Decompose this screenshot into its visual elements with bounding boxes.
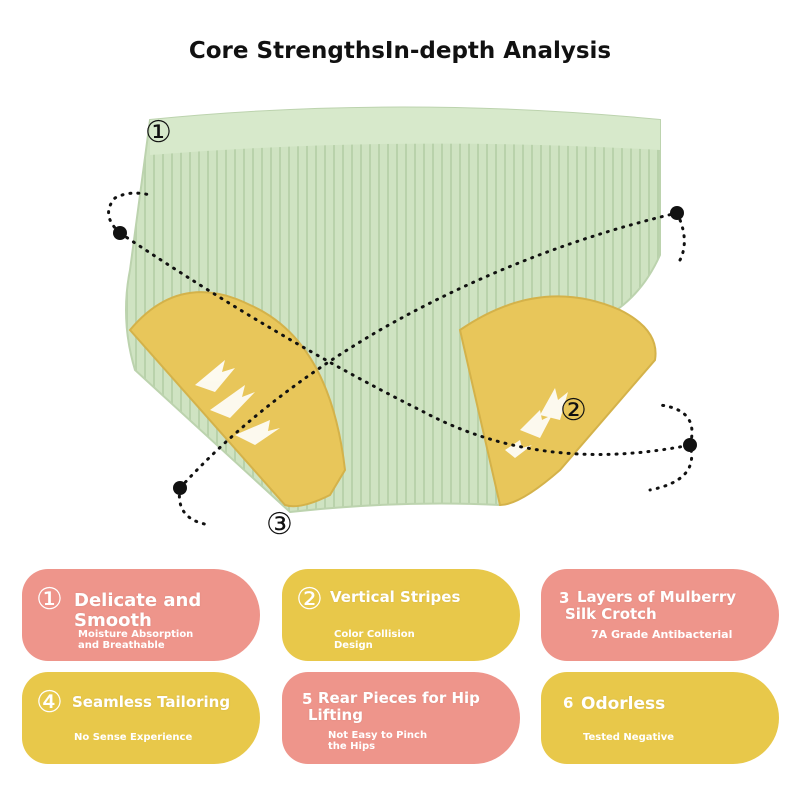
feature-number: 5 [302, 690, 313, 708]
dotted-orbit-4 [177, 486, 212, 527]
feature-heading: Seamless Tailoring [72, 693, 231, 711]
feature-heading: Rear Pieces for Hip Lifting [308, 689, 480, 724]
dotted-orbit-2 [178, 211, 686, 490]
feature-heading: Layers of Mulberry Silk Crotch [565, 588, 737, 623]
feature-heading: Delicate and Smooth [74, 590, 202, 631]
page-title: Core StrengthsIn-depth Analysis [188, 38, 612, 64]
dotted-orbit-3 [107, 191, 152, 235]
orbit-dot [173, 481, 187, 495]
feature-card-2: ② Vertical Stripes Color Collision Desig… [282, 569, 520, 661]
feature-number: ① [36, 582, 63, 617]
orbit-dot [113, 226, 127, 240]
feature-subtext: Moisture Absorption and Breathable [78, 629, 194, 651]
feature-number: 3 [559, 589, 570, 607]
product-illustration [107, 106, 697, 527]
feature-heading: Odorless [581, 694, 666, 714]
dotted-orbit-1 [118, 231, 693, 492]
feature-card-3: 3 Layers of Mulberry Silk Crotch 7A Grad… [541, 569, 779, 661]
feature-card-6: 6 Odorless Tested Negative [541, 672, 779, 764]
feature-subtext: Tested Negative [583, 732, 674, 743]
marker-3: ③ [266, 507, 293, 542]
feature-number: 6 [563, 694, 574, 712]
feature-subtext: No Sense Experience [74, 732, 193, 743]
airflow-arrows-left [195, 360, 280, 445]
marker-2: ② [560, 393, 587, 428]
orbit-dot [670, 206, 684, 220]
feature-card-4: ④ Seamless Tailoring No Sense Experience [22, 672, 260, 764]
garment-waistband [150, 107, 660, 155]
feature-number: ④ [36, 685, 63, 720]
feature-subtext: Not Easy to Pinch the Hips [328, 730, 428, 752]
marker-1: ① [145, 115, 172, 150]
feature-subtext: Color Collision Design [334, 629, 415, 651]
feature-card-5: 5 Rear Pieces for Hip Lifting Not Easy t… [282, 672, 520, 764]
feature-subtext: 7A Grade Antibacterial [591, 628, 733, 641]
feature-number: ② [296, 582, 323, 617]
orbit-dot [683, 438, 697, 452]
airflow-arrows-right [505, 388, 568, 458]
feature-heading: Vertical Stripes [330, 588, 461, 606]
feature-card-1: ① Delicate and Smooth Moisture Absorptio… [22, 569, 260, 661]
